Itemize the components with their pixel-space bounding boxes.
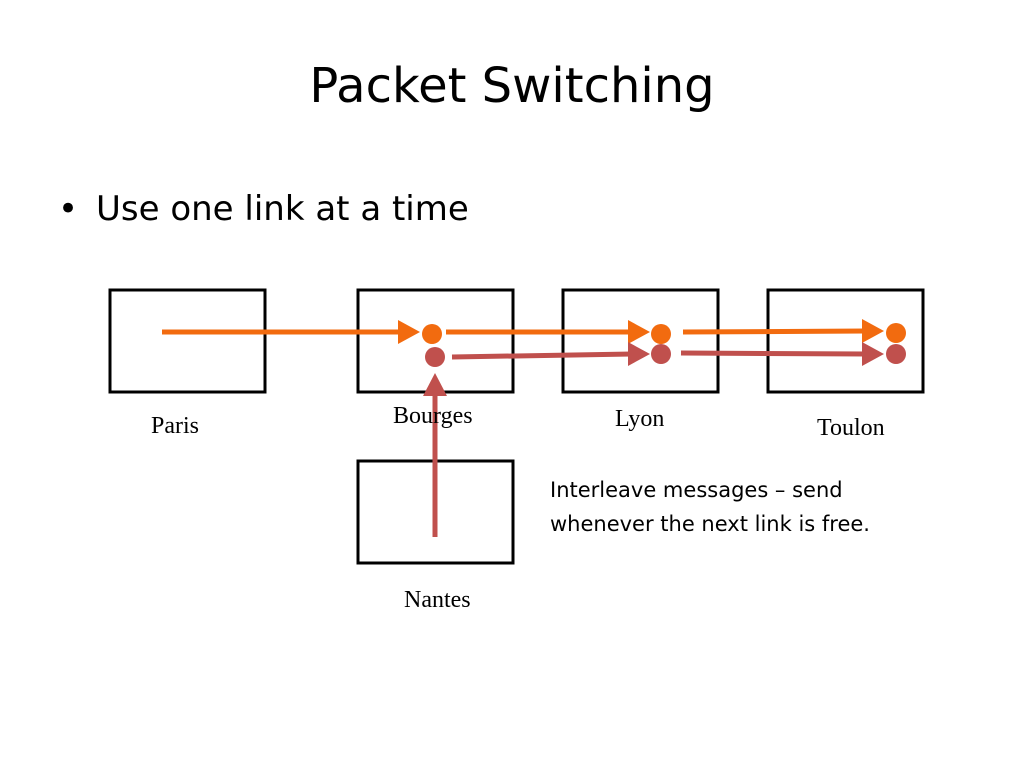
label-paris: Paris xyxy=(151,413,199,439)
arrow-lyon-toulon xyxy=(682,328,867,335)
packet-b-bourges xyxy=(425,347,445,367)
slide-title: Packet Switching xyxy=(309,58,715,114)
arrowhead-paris-bourges xyxy=(398,320,420,344)
note-line-2: whenever the next link is free. xyxy=(550,512,870,536)
arrowhead-lyon-toulon-b xyxy=(862,342,884,366)
packet-b-toulon xyxy=(886,344,906,364)
packet-a-toulon xyxy=(886,323,906,343)
packet-a-lyon xyxy=(651,324,671,344)
bullet-marker: • xyxy=(58,189,79,229)
label-toulon: Toulon xyxy=(817,415,885,441)
label-nantes: Nantes xyxy=(404,587,471,613)
arrowhead-nantes-bourges xyxy=(423,373,447,396)
arrow-bourges-lyon-b xyxy=(451,351,633,360)
node-box-lyon xyxy=(561,288,720,394)
message-a-path xyxy=(162,319,906,344)
message-b-path xyxy=(423,342,906,537)
packet-a-bourges xyxy=(422,324,442,344)
packet-b-lyon xyxy=(651,344,671,364)
node-box-toulon xyxy=(766,288,925,394)
note-line-1: Interleave messages – send xyxy=(550,478,843,502)
label-lyon: Lyon xyxy=(615,406,665,432)
arrowhead-lyon-toulon xyxy=(862,319,884,343)
bullet-text: Use one link at a time xyxy=(96,189,469,229)
label-bourges: Bourges xyxy=(393,403,473,429)
arrowhead-bourges-lyon-b xyxy=(628,342,650,366)
arrow-lyon-toulon-b xyxy=(680,350,867,357)
node-box-paris xyxy=(108,288,267,394)
bullet-item: • Use one link at a time xyxy=(58,192,469,226)
arrowhead-bourges-lyon xyxy=(628,320,650,344)
annotation-note: Interleave messages – send whenever the … xyxy=(550,473,930,541)
